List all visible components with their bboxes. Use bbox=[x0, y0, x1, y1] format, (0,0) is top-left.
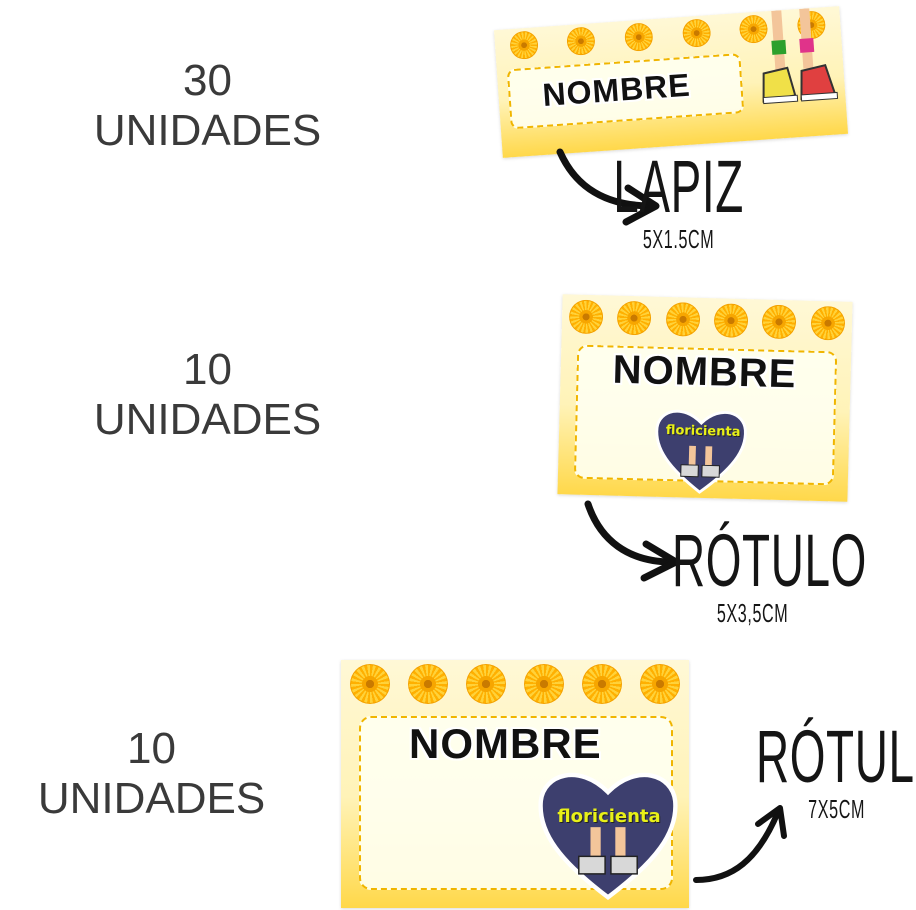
heart-logo-icon bbox=[655, 409, 747, 494]
card-name-text: NOMBRE bbox=[612, 347, 798, 397]
small-label-title: RÓTULO 5X3,5CM bbox=[672, 519, 867, 629]
label-size-3: 7X5CM bbox=[808, 794, 866, 824]
large-label-title: RÓTULO 7X5CM bbox=[756, 715, 916, 825]
label-size-2: 5X3,5CM bbox=[716, 598, 789, 628]
flower-icon bbox=[350, 664, 390, 704]
pencil-label-card: NOMBRE bbox=[493, 6, 849, 158]
flower-icon bbox=[810, 305, 846, 341]
label-title-3: RÓTULO bbox=[756, 715, 916, 798]
label-title-1: LAPIZ bbox=[613, 145, 744, 228]
flower-icon bbox=[582, 664, 622, 704]
flower-icon bbox=[640, 664, 680, 704]
quantity-number-1: 30 bbox=[183, 56, 232, 105]
flower-icon bbox=[566, 26, 597, 57]
flower-icon bbox=[665, 301, 701, 337]
heart-logo-text: floricienta bbox=[665, 422, 741, 440]
flower-icon bbox=[762, 304, 797, 340]
pencil-label-title: LAPIZ 5X1.5CM bbox=[598, 145, 759, 255]
sneakers-icon bbox=[762, 8, 839, 105]
heart-logo-icon bbox=[538, 772, 678, 900]
quantity-unit-2: UNIDADES bbox=[93, 395, 322, 444]
flower-icon bbox=[568, 299, 604, 335]
card-name-text: NOMBRE bbox=[409, 720, 602, 767]
quantity-text-2: 10 UNIDADES bbox=[70, 345, 345, 445]
arrow-icon bbox=[556, 148, 660, 226]
quantity-unit-3: UNIDADES bbox=[37, 774, 266, 823]
quantity-text-1: 30 UNIDADES bbox=[70, 56, 345, 156]
heart-logo-text: floricienta bbox=[557, 806, 661, 827]
flower-icon bbox=[623, 22, 654, 53]
quantity-number-2: 10 bbox=[183, 345, 232, 394]
flower-icon bbox=[408, 664, 448, 704]
quantity-text-3: 10 UNIDADES bbox=[14, 724, 289, 824]
flower-icon bbox=[617, 300, 652, 336]
flower-icon bbox=[681, 18, 712, 49]
arrow-icon bbox=[584, 500, 680, 582]
label-size-1: 5X1.5CM bbox=[642, 224, 715, 254]
arrow-icon bbox=[693, 805, 787, 883]
flower-icon bbox=[466, 664, 506, 704]
flower-icon bbox=[524, 664, 564, 704]
label-title-2: RÓTULO bbox=[672, 519, 867, 602]
flower-icon bbox=[713, 303, 749, 339]
small-label-card: NOMBRE floricienta bbox=[557, 294, 853, 502]
quantity-number-3: 10 bbox=[127, 724, 176, 773]
large-label-card: NOMBRE floricienta bbox=[341, 660, 689, 908]
quantity-unit-1: UNIDADES bbox=[93, 106, 322, 155]
flower-icon bbox=[508, 30, 539, 61]
